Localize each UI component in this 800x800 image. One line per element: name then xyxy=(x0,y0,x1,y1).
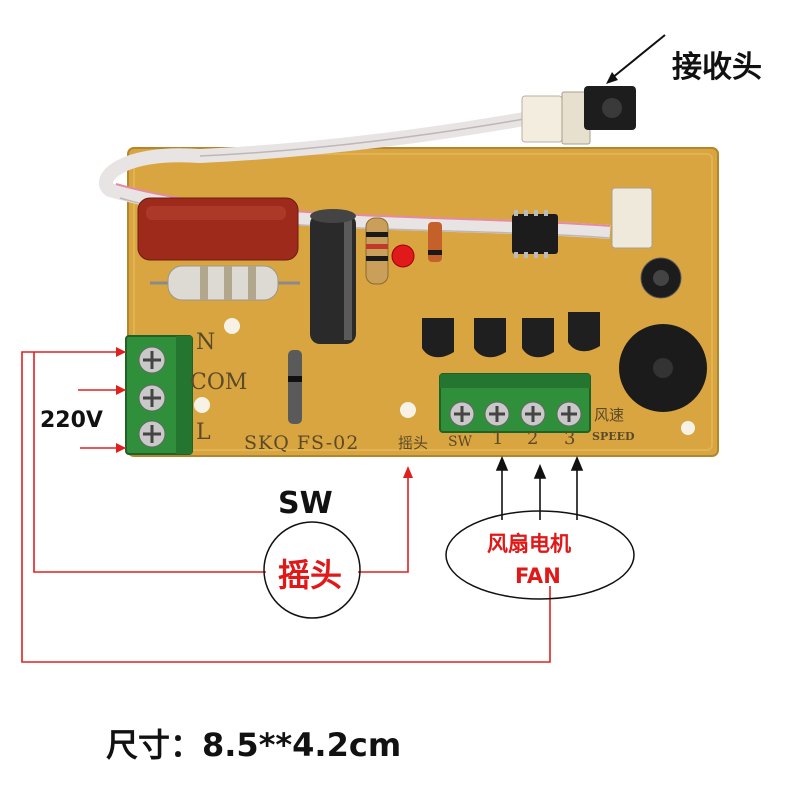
diode xyxy=(428,222,442,262)
receiver-label: 接收头 xyxy=(672,50,762,85)
triac-4 xyxy=(568,312,600,352)
receiver-head xyxy=(521,86,636,145)
silk-1-label: 1 xyxy=(492,428,504,449)
wire-arrowhead xyxy=(116,347,126,357)
terminal-l-label: L xyxy=(196,420,211,445)
silk-2-label: 2 xyxy=(527,428,539,449)
fan-motor-cn-label: 风扇电机 xyxy=(487,532,571,556)
mount-hole xyxy=(400,402,416,418)
wire-arrowhead xyxy=(116,443,126,453)
silk-speed-label: SPEED xyxy=(592,430,635,443)
wire-arrowhead xyxy=(403,466,413,478)
voltage-label: 220V xyxy=(40,408,103,433)
fan-terminal-block xyxy=(439,373,591,433)
silk-swing-label: 摇头 xyxy=(398,434,429,452)
terminal-com-label: COM xyxy=(190,370,248,395)
board-model-label: SKQ FS-02 xyxy=(244,432,360,454)
silk-fan-speed-label: 风速 xyxy=(594,406,625,424)
small-resistor xyxy=(365,217,389,285)
size-label: 尺寸：8.5**4.2cm xyxy=(106,726,402,764)
silk-3-label: 3 xyxy=(564,428,576,449)
power-terminal-block xyxy=(125,335,193,455)
triac-2 xyxy=(474,318,506,358)
power-resistor xyxy=(150,265,300,301)
board-connector xyxy=(611,187,653,249)
silk-sw-label: SW xyxy=(448,434,472,450)
mount-hole xyxy=(224,318,240,334)
fan-motor-en-label: FAN xyxy=(515,564,561,588)
receiver-arrow xyxy=(611,34,666,79)
fan-ellipse xyxy=(445,510,635,600)
receiver-arrowhead xyxy=(606,72,618,84)
led xyxy=(391,244,415,268)
triac-3 xyxy=(522,318,554,358)
fuse xyxy=(288,350,302,424)
swing-label: 摇头 xyxy=(278,556,343,594)
ic-chip xyxy=(512,210,558,258)
triac-1 xyxy=(422,318,454,358)
fan-arrows xyxy=(495,455,584,520)
sw-title: SW xyxy=(278,486,333,521)
wiring-red xyxy=(21,351,551,663)
wire-arrowhead xyxy=(116,385,126,395)
mount-hole xyxy=(681,421,695,435)
electrolytic-capacitor xyxy=(310,209,356,344)
pcb-board-shade xyxy=(133,153,713,451)
terminal-n-label: N xyxy=(196,330,216,355)
sw-circle xyxy=(263,521,361,619)
mount-hole xyxy=(194,397,210,413)
